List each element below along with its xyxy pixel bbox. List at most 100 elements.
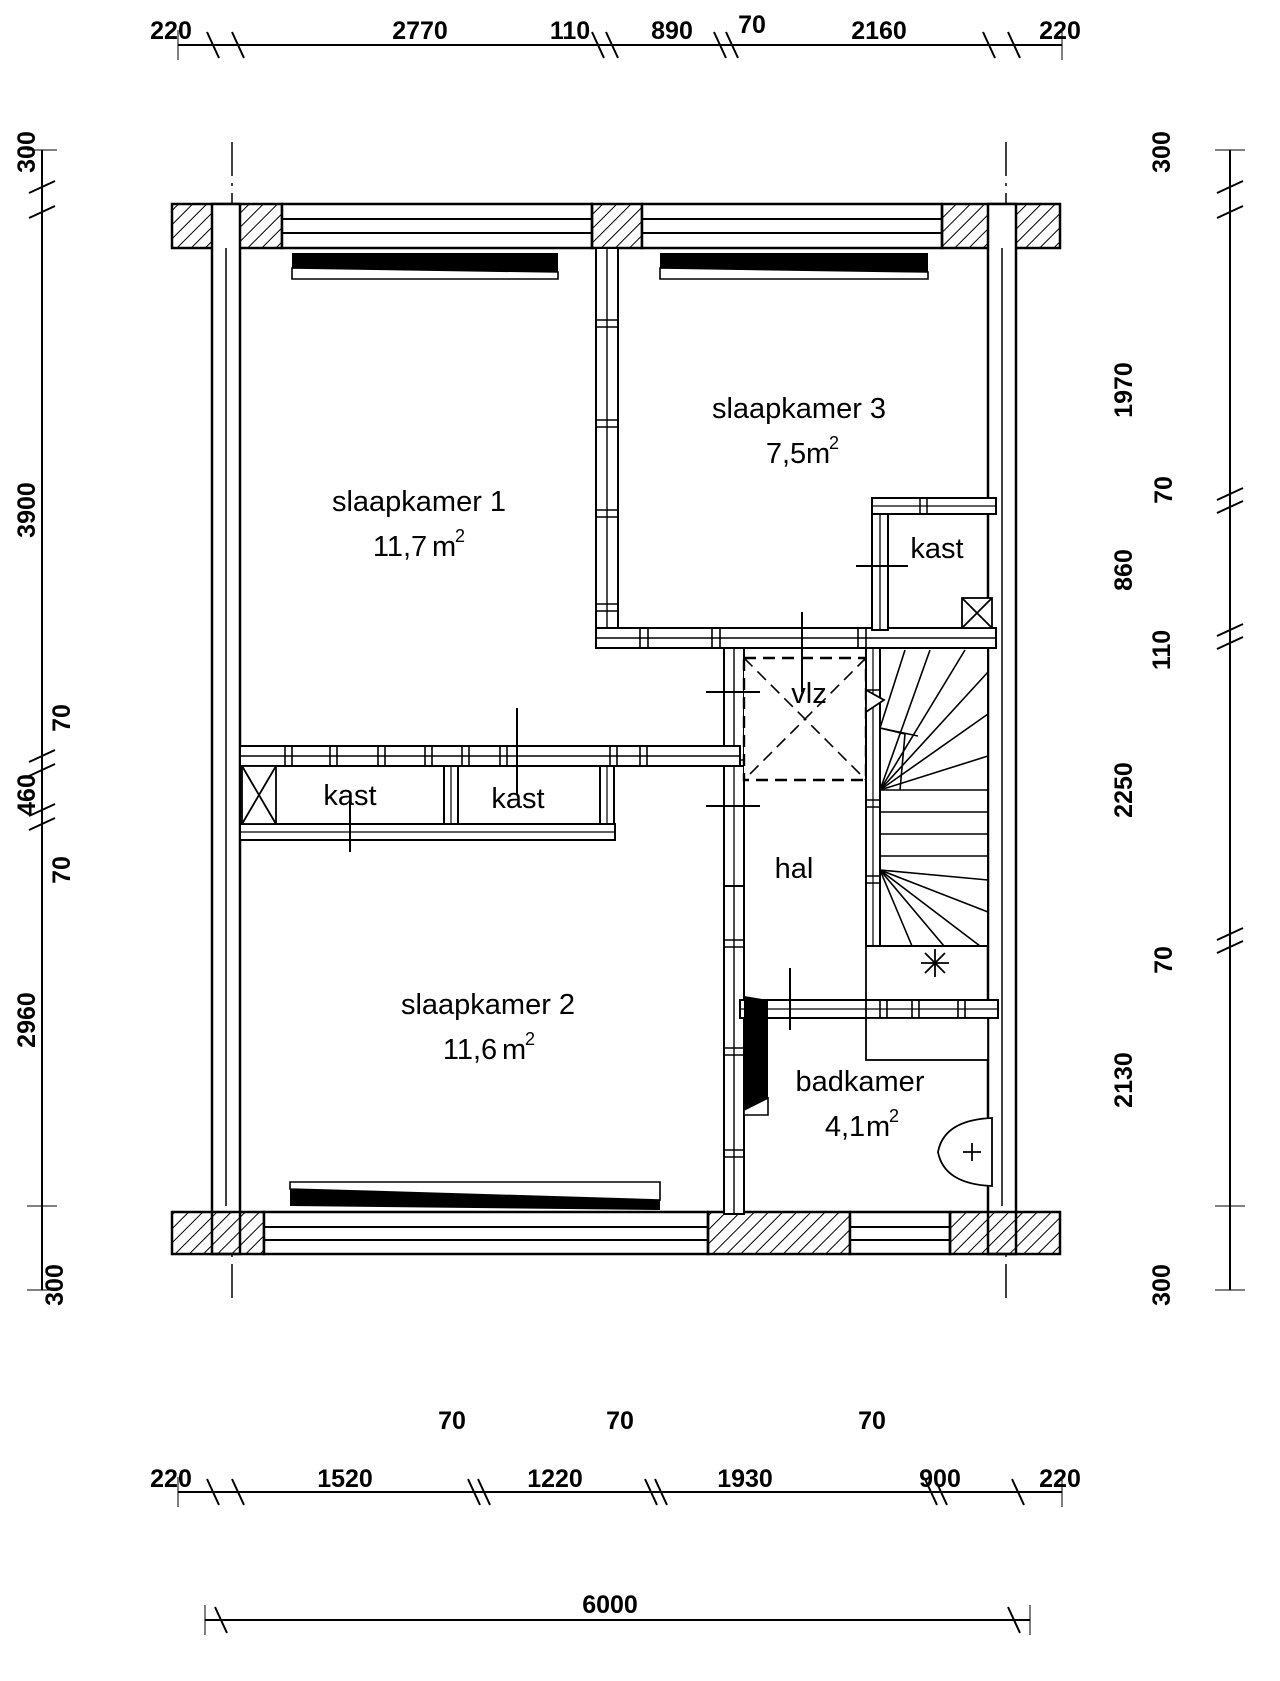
dim-bottom-2: 70 [438,1407,466,1435]
slaapkamer1-area: 11,7 [373,531,427,563]
dimension-labels-left: 300 3900 70 460 70 2960 300 [13,131,76,1306]
wall-pier-bottom-right [948,1210,1062,1256]
dim-right-0: 300 [1148,131,1176,173]
stair-treads-lower [879,869,989,947]
dim-bottom-4: 70 [606,1407,634,1435]
room-label-slaapkamer1: slaapkamer 1 11,7 m 2 [332,486,506,563]
interior-wall-vertical-center-upper [595,247,619,641]
slaapkamer1-area-exp: 2 [455,526,465,546]
dim-overall-width: 6000 [582,1591,638,1619]
closet-divider [443,765,459,825]
dim-top-5: 2160 [851,17,907,45]
window-sash-bottom-left [289,1181,661,1210]
dim-left-2: 70 [48,704,76,732]
exterior-wall-bottom [170,1210,1062,1256]
dim-right-7: 2130 [1110,1052,1138,1108]
dimension-chain-right [1215,149,1245,1291]
light-point-icon [921,949,949,977]
room-label-slaapkamer3: slaapkamer 3 7,5 m 2 [712,393,886,470]
slaapkamer3-area-unit: m [806,438,830,470]
dim-right-8: 300 [1148,1264,1176,1306]
dim-left-1: 3900 [13,482,41,538]
wall-pier-bottom-middle [706,1210,852,1256]
kast-left-1-label: kast [323,780,376,812]
dim-right-4: 110 [1148,630,1176,670]
interior-wall-vlz-left [723,765,745,887]
slaapkamer2-area-exp: 2 [525,1029,535,1049]
vlz-label: vlz [791,678,826,710]
dim-bottom-1: 1520 [317,1465,373,1493]
closet-left-marker-box [241,765,277,825]
badkamer-area: 4,1 [825,1111,865,1143]
window-bottom-left [262,1210,710,1256]
interior-wall-vertical-hal [723,647,745,1215]
dim-top-2: 110 [550,17,590,45]
dim-top-4: 70 [738,11,766,39]
dim-right-6: 70 [1150,946,1178,974]
kast-right-label: kast [910,533,963,565]
room-label-badkamer: badkamer 4,1 m 2 [796,1066,925,1143]
stair-treads-middle [880,789,988,857]
interior-wall-horizontal-kast-bottom [239,823,616,841]
dim-right-3: 860 [1110,549,1138,591]
dim-left-6: 300 [41,1264,69,1306]
badkamer-door-sash [743,996,769,1116]
staircase [865,647,989,947]
badkamer-name: badkamer [796,1066,925,1098]
window-sash-top-left [291,253,559,280]
exterior-wall-left [210,202,242,1256]
slaapkamer1-area-unit: m [432,531,456,563]
dim-bottom-7: 900 [919,1465,961,1493]
closet-right-walls [871,497,997,631]
slaapkamer2-name: slaapkamer 2 [401,989,575,1021]
dimension-chain-left [27,149,57,1291]
wall-pier-bottom-left [170,1210,266,1256]
washbasin-icon [937,1117,993,1187]
kast-left-2-label: kast [491,783,544,815]
dim-top-3: 890 [651,17,693,45]
slaapkamer3-name: slaapkamer 3 [712,393,886,425]
dimension-chain-bottom [177,1477,1063,1507]
exterior-wall-top [170,202,1062,250]
interior-wall-horizontal-sk3 [595,627,997,649]
slaapkamer3-area-exp: 2 [829,433,839,453]
dim-right-1: 1970 [1110,362,1138,418]
dim-top-1: 2770 [392,17,448,45]
dim-bottom-5: 1930 [717,1465,773,1493]
dimension-overall-bottom [204,1605,1031,1635]
window-top-left [280,202,594,250]
dimension-labels-top: 220 2770 110 890 70 2160 220 [150,11,1081,45]
closet-right-marker-box [961,597,993,629]
dim-top-6: 220 [1039,17,1081,45]
slaapkamer1-name: slaapkamer 1 [332,486,506,518]
slaapkamer2-area: 11,6 [443,1034,497,1066]
hal-label: hal [775,853,814,885]
dim-bottom-8: 220 [1039,1465,1081,1493]
dim-bottom-0: 220 [150,1465,192,1493]
dim-bottom-6: 70 [858,1407,886,1435]
dimension-labels-right: 300 1970 70 860 110 2250 70 2130 300 [1110,131,1178,1306]
dim-bottom-3: 1220 [527,1465,583,1493]
dim-right-2: 70 [1150,476,1178,504]
exterior-wall-right [986,202,1018,1256]
badkamer-area-unit: m [866,1111,890,1143]
stair-landing-lower [865,1017,989,1061]
slaapkamer2-area-unit: m [502,1034,526,1066]
dim-right-5: 2250 [1110,762,1138,818]
dim-left-4: 70 [48,856,76,884]
vlz-shaft [742,656,868,782]
badkamer-area-exp: 2 [889,1106,899,1126]
dim-top-0: 220 [150,17,192,45]
dim-left-5: 2960 [13,992,41,1048]
dim-left-0: 300 [13,131,41,173]
stair-treads-upper [879,649,989,791]
dim-left-3: 460 [13,774,41,816]
wall-pier-top-middle [590,202,644,250]
interior-wall-horizontal-kast [239,745,741,767]
dimension-chain-top [177,30,1063,60]
dimension-labels-bottom: 220 1520 70 1220 70 1930 70 900 220 [150,1407,1081,1493]
closet-right-end [599,765,615,825]
